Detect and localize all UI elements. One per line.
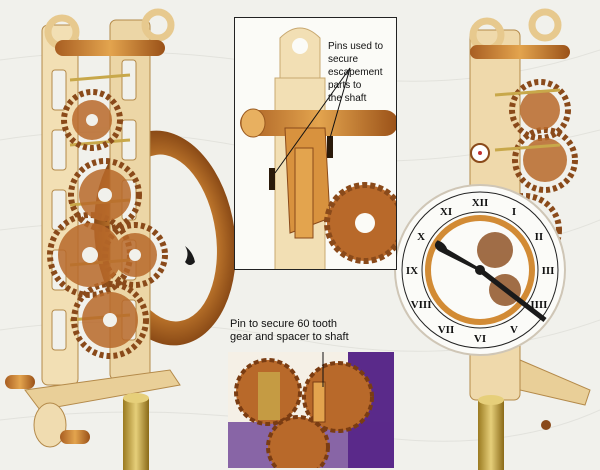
top-bar xyxy=(55,40,165,56)
clock-numeral: V xyxy=(510,324,518,336)
clock-numeral: IIII xyxy=(530,299,547,311)
clock-numeral: VIII xyxy=(411,299,432,311)
left-clock xyxy=(5,8,236,470)
clock-numeral: I xyxy=(512,206,516,218)
clock-numeral: X xyxy=(417,231,425,243)
clock-numeral: VI xyxy=(474,333,486,345)
base-foot xyxy=(24,369,181,411)
base-peg xyxy=(5,375,35,389)
clock-numeral: III xyxy=(542,265,555,277)
gear-pin-detail-panel xyxy=(228,352,394,468)
escapement-detail-image xyxy=(235,18,396,269)
clock-numeral: IX xyxy=(406,265,418,277)
minute-hand xyxy=(478,268,547,322)
brass-weight xyxy=(123,398,149,470)
dial-ring-wood xyxy=(425,215,535,325)
clock-numeral: XII xyxy=(472,197,489,209)
gear-pin-detail-image xyxy=(228,352,394,468)
gear-pin-label: Pin to secure 60 tooth gear and spacer t… xyxy=(230,318,349,343)
top-loop-back xyxy=(141,8,175,42)
left-hand xyxy=(185,246,195,265)
clock-numeral: II xyxy=(535,231,544,243)
escapement-pins-label: Pins used to secure escapement parts to … xyxy=(328,41,384,104)
escapement-detail-panel: Pins used to secure escapement parts to … xyxy=(234,17,397,270)
base-peg-2 xyxy=(60,430,90,444)
base-disc xyxy=(33,402,67,448)
clock-numeral: XI xyxy=(440,206,452,218)
hour-hand xyxy=(434,240,481,272)
clock-numeral: VII xyxy=(438,324,455,336)
right-brass-weight xyxy=(478,400,504,470)
